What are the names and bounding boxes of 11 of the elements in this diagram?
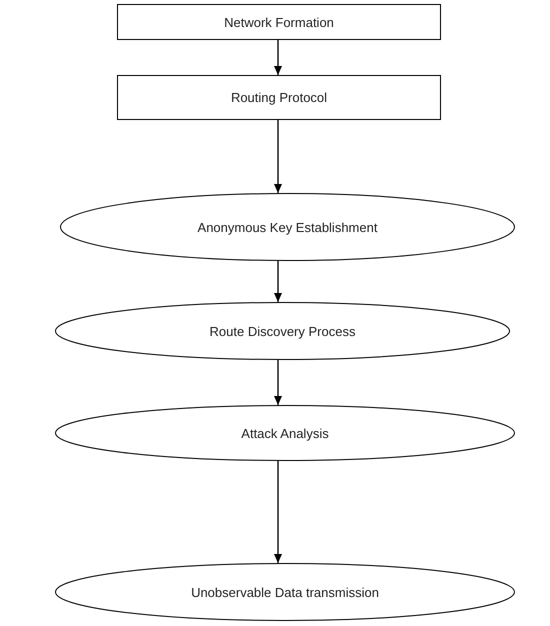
node-label: Anonymous Key Establishment [198,220,378,234]
arrow [274,261,282,302]
node-label: Unobservable Data transmission [191,584,379,600]
arrow [274,360,282,405]
arrow [274,40,282,75]
node-label: Route Discovery Process [210,324,356,338]
arrow [274,461,282,563]
node-label: Routing Protocol [230,90,328,105]
node-label: Network Formation [224,14,334,30]
arrow [274,120,282,193]
node-label: Attack Analysis [241,426,329,440]
